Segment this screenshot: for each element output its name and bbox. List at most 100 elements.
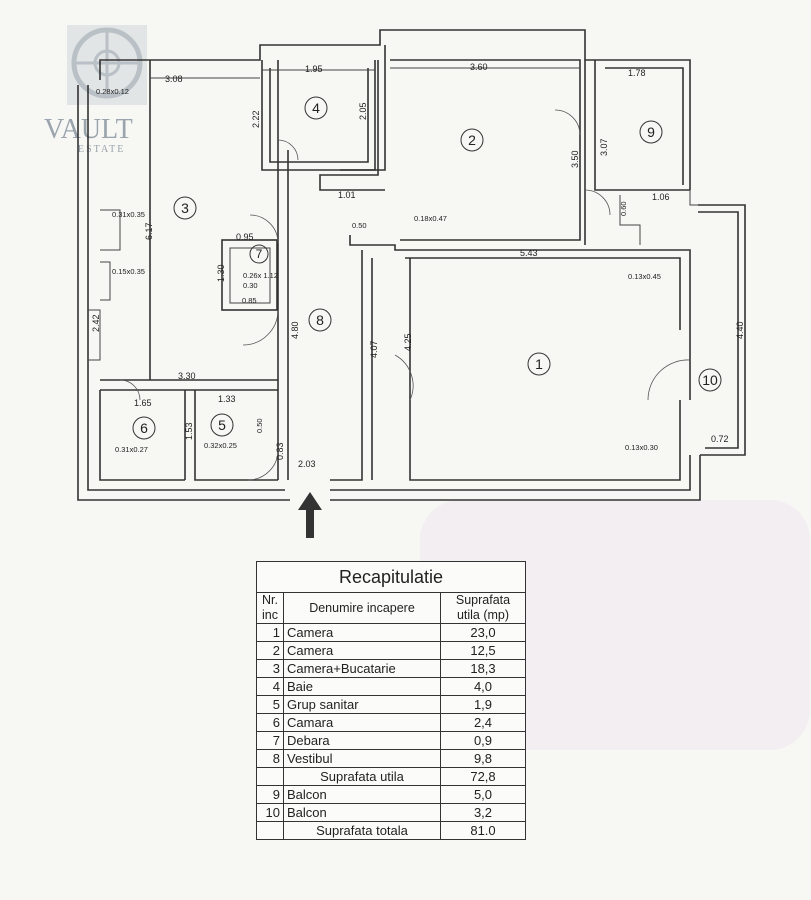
row-area: 0,9 xyxy=(440,731,526,750)
table-row: 4 Baie 4,0 xyxy=(256,677,526,696)
dim-480: 4.80 xyxy=(290,321,300,339)
row-name: Baie xyxy=(283,677,441,696)
room-2-label: 2 xyxy=(468,132,476,148)
dim-026x112: 0.26x 1.12 xyxy=(243,271,278,280)
table-row: 8 Vestibul 9,8 xyxy=(256,749,526,768)
dim-203: 2.03 xyxy=(298,459,316,469)
row-area: 4,0 xyxy=(440,677,526,696)
dim-013x030: 0.13x0.30 xyxy=(625,443,658,452)
room-5-label: 5 xyxy=(218,417,226,433)
dim-617: 6.17 xyxy=(144,222,154,240)
row-nr: 9 xyxy=(256,785,284,804)
room-10-label: 10 xyxy=(702,372,718,388)
dim-095: 0.95 xyxy=(236,232,254,242)
row-area: 12,5 xyxy=(440,641,526,660)
row-nr: 10 xyxy=(256,803,284,822)
room-1-label: 1 xyxy=(535,356,543,372)
room-8-label: 8 xyxy=(316,312,324,328)
dim-130: 1.30 xyxy=(216,264,226,282)
floor-plan: VAULT ESTATE xyxy=(44,25,746,538)
dim-307: 3.07 xyxy=(599,138,609,156)
row-area: 18,3 xyxy=(440,659,526,678)
dimension-labels: 3.08 1.95 3.60 1.78 2.22 2.05 3.50 3.07 … xyxy=(91,62,745,469)
dim-083: 0.83 xyxy=(275,442,285,460)
row-area: 9,8 xyxy=(440,749,526,768)
table-row: 6 Camara 2,4 xyxy=(256,713,526,732)
dim-133: 1.33 xyxy=(218,394,236,404)
entrance-arrow-icon xyxy=(298,492,322,538)
col-name-header: Denumire incapere xyxy=(283,592,441,624)
total-label: Suprafata totala xyxy=(283,821,441,840)
outer-walls xyxy=(77,29,746,501)
dim-242: 2.42 xyxy=(91,314,101,332)
dim-165: 1.65 xyxy=(134,398,152,408)
dim-085: 0.85 xyxy=(242,296,257,305)
dim-153: 1.53 xyxy=(184,422,194,440)
dim-013x045: 0.13x0.45 xyxy=(628,272,661,281)
table-row: 2 Camera 12,5 xyxy=(256,641,526,660)
row-name: Debara xyxy=(283,731,441,750)
row-nr: 6 xyxy=(256,713,284,732)
table-row: 1 Camera 23,0 xyxy=(256,623,526,642)
dim-072: 0.72 xyxy=(711,434,729,444)
dim-350: 3.50 xyxy=(570,150,580,168)
subtotal-value: 72,8 xyxy=(440,767,526,786)
room-7-label: 7 xyxy=(256,247,263,261)
row-nr: 5 xyxy=(256,695,284,714)
dim-101: 1.01 xyxy=(338,190,356,200)
row-name: Grup sanitar xyxy=(283,695,441,714)
row-area: 3,2 xyxy=(440,803,526,822)
table-row: 9 Balcon 5,0 xyxy=(256,785,526,804)
total-value: 81.0 xyxy=(440,821,526,840)
dim-440: 4.40 xyxy=(735,321,745,339)
table-row: 3 Camera+Bucatarie 18,3 xyxy=(256,659,526,678)
recap-title: Recapitulatie xyxy=(256,561,526,593)
room-4-label: 4 xyxy=(312,100,320,116)
row-name: Camera+Bucatarie xyxy=(283,659,441,678)
dim-205: 2.05 xyxy=(358,102,368,120)
dim-031x027: 0.31x0.27 xyxy=(115,445,148,454)
room-3-label: 3 xyxy=(181,200,189,216)
dim-308: 3.08 xyxy=(165,74,183,84)
dim-425: 4.25 xyxy=(403,333,413,351)
dim-030: 0.30 xyxy=(243,281,258,290)
interior-walls xyxy=(88,45,698,481)
dim-060: 0.60 xyxy=(619,201,628,216)
dim-032x025: 0.32x0.25 xyxy=(204,441,237,450)
row-name: Balcon xyxy=(283,785,441,804)
row-nr: 8 xyxy=(256,749,284,768)
subtotal-label: Suprafata utila xyxy=(283,767,441,786)
row-area: 1,9 xyxy=(440,695,526,714)
dim-195: 1.95 xyxy=(305,64,323,74)
row-area: 2,4 xyxy=(440,713,526,732)
row-area: 23,0 xyxy=(440,623,526,642)
dim-543: 5.43 xyxy=(520,248,538,258)
dim-330: 3.30 xyxy=(178,371,196,381)
dim-050b: 0.50 xyxy=(255,418,264,433)
table-row: 7 Debara 0,9 xyxy=(256,731,526,750)
dim-222: 2.22 xyxy=(251,110,261,128)
table-row: 5 Grup sanitar 1,9 xyxy=(256,695,526,714)
col-nr-header: Nr. inc xyxy=(256,592,284,624)
dim-106: 1.06 xyxy=(652,192,670,202)
dim-050: 0.50 xyxy=(352,221,367,230)
col-area-header: Suprafata utila (mp) xyxy=(440,592,526,624)
room-9-label: 9 xyxy=(647,124,655,140)
logo-sub: ESTATE xyxy=(78,144,125,155)
dim-015x035: 0.15x0.35 xyxy=(112,267,145,276)
dim-407: 4.07 xyxy=(369,340,379,358)
row-name: Camera xyxy=(283,641,441,660)
row-nr: 2 xyxy=(256,641,284,660)
dim-018x047: 0.18x0.47 xyxy=(414,214,447,223)
row-name: Balcon xyxy=(283,803,441,822)
row-nr: 3 xyxy=(256,659,284,678)
table-row: 10 Balcon 3,2 xyxy=(256,803,526,822)
dim-031x035: 0.31x0.35 xyxy=(112,210,145,219)
dim-360: 3.60 xyxy=(470,62,488,72)
row-area: 5,0 xyxy=(440,785,526,804)
row-nr: 1 xyxy=(256,623,284,642)
dim-028x012: 0.28x0.12 xyxy=(96,87,129,96)
total-row: Suprafata totala 81.0 xyxy=(256,821,526,840)
room-labels: 1 2 3 4 5 6 7 8 9 10 xyxy=(132,96,722,440)
row-name: Vestibul xyxy=(283,749,441,768)
